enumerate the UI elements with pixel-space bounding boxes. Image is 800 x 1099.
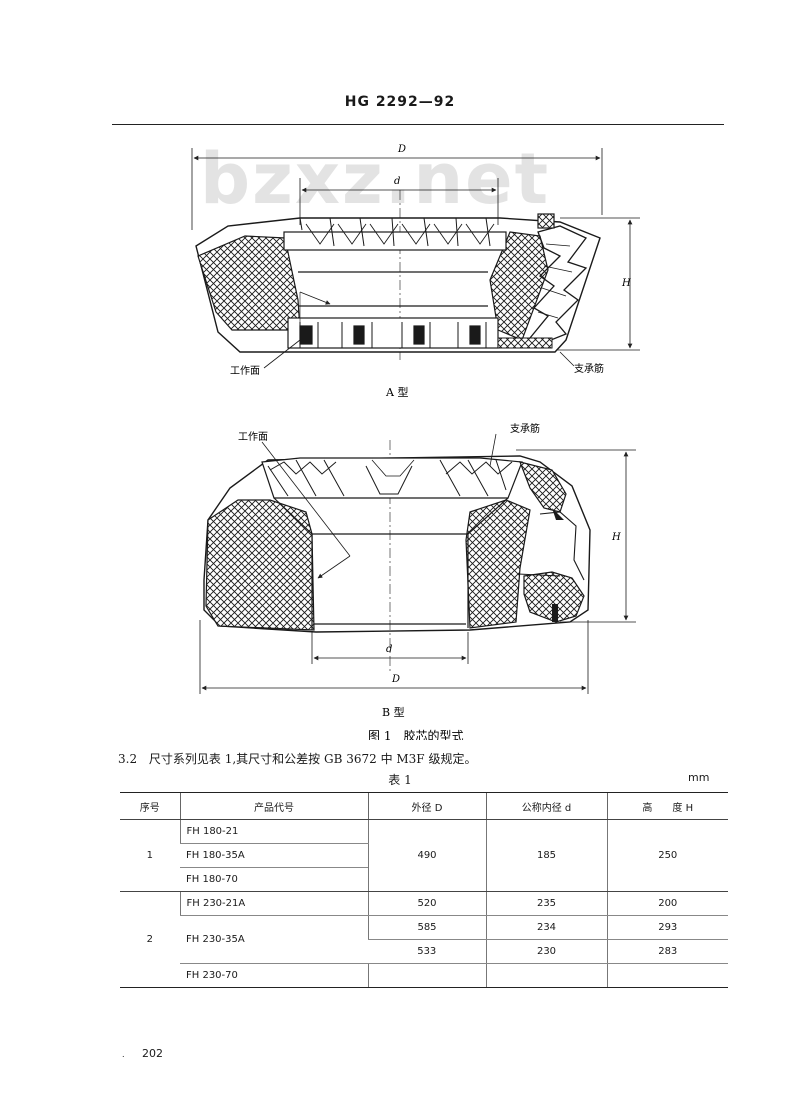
table-row: FH 180-35A <box>120 843 728 868</box>
table-row: 2 FH 230-21A 520 235 200 <box>120 891 728 988</box>
product-code: FH 230-35A <box>180 915 368 964</box>
inner-diameter: 185 <box>485 819 607 892</box>
figure-caption: 图 1 胶芯的型式 <box>368 728 463 740</box>
height: 293 <box>606 915 728 940</box>
outer-diameter: 490 <box>367 819 486 892</box>
dimension-table: 序号 产品代号 外径 D 公称内径 d 高 度 H 1 FH 180-21 49… <box>120 792 728 988</box>
type-b-dim-d: d <box>386 644 392 655</box>
type-a-label-work-face: 工作面 <box>230 365 260 377</box>
product-code: FH 180-35A <box>180 843 368 868</box>
type-a-caption: A 型 <box>385 385 408 399</box>
section-text: 尺寸系列见表 1,其尺寸和公差按 GB 3672 中 M3F 级规定。 <box>148 752 477 766</box>
col-header-outer-diameter: 外径 D <box>367 792 486 820</box>
table-header-row: 序号 产品代号 外径 D 公称内径 d 高 度 H <box>120 792 728 820</box>
type-b-drawing <box>199 433 636 694</box>
page-number: 202 <box>142 1047 163 1060</box>
type-b-label-work-face: 工作面 <box>238 431 268 443</box>
group-number: 2 <box>120 891 180 988</box>
height: 200 <box>606 891 728 916</box>
table-row: FH 230-35A 585 234 293 <box>120 915 728 964</box>
table-row: 533 230 283 <box>120 939 728 964</box>
type-a-label-support-rib: 支承筋 <box>574 362 604 375</box>
header-rule <box>112 124 724 125</box>
section-number: 3.2 <box>118 752 138 766</box>
height: 283 <box>606 939 728 964</box>
type-b-dim-H: H <box>611 532 621 543</box>
type-b-dim-D: D <box>391 674 400 685</box>
col-header-height: 高 度 H <box>606 792 728 820</box>
product-code: FH 230-21A <box>179 891 368 916</box>
type-b-caption: B 型 <box>382 705 405 719</box>
inner-diameter-empty <box>485 963 607 988</box>
product-code: FH 180-70 <box>180 867 368 892</box>
standard-header: HG 2292—92 <box>344 94 456 110</box>
table-unit: mm <box>688 771 710 784</box>
outer-diameter: 520 <box>367 891 486 916</box>
type-b-label-support-rib: 支承筋 <box>510 422 540 435</box>
table-row: FH 180-70 <box>120 867 728 892</box>
table-row: FH 230-70 <box>120 963 728 988</box>
inner-diameter: 230 <box>485 939 607 964</box>
table-row: 1 FH 180-21 490 185 250 <box>120 819 728 892</box>
col-header-no: 序号 <box>120 792 180 820</box>
col-header-inner-diameter: 公称内径 d <box>485 792 607 820</box>
type-a-dim-d: d <box>394 176 400 187</box>
col-header-code: 产品代号 <box>179 792 368 820</box>
outer-diameter: 533 <box>368 939 486 964</box>
type-a-dim-H: H <box>621 278 631 289</box>
inner-diameter: 235 <box>485 891 607 916</box>
outer-diameter: 585 <box>367 915 486 940</box>
type-a-dim-D: D <box>397 144 406 155</box>
product-code: FH 230-70 <box>180 963 368 988</box>
section-3-2: 3.2 尺寸系列见表 1,其尺寸和公差按 GB 3672 中 M3F 级规定。 <box>118 750 476 767</box>
height: 250 <box>606 819 728 892</box>
watermark: bzxz.net <box>200 138 551 220</box>
group-number: 1 <box>120 819 180 892</box>
figure-1-drawing: D d H 工作面 支承筋 A 型 <box>191 144 640 740</box>
outer-diameter-empty <box>367 963 486 988</box>
height-empty <box>606 963 728 988</box>
inner-diameter: 234 <box>485 915 607 940</box>
table-caption: 表 1 <box>388 773 412 787</box>
product-code: FH 180-21 <box>179 819 368 844</box>
footer-mark: . <box>122 1050 125 1059</box>
type-a-drawing <box>191 148 640 369</box>
